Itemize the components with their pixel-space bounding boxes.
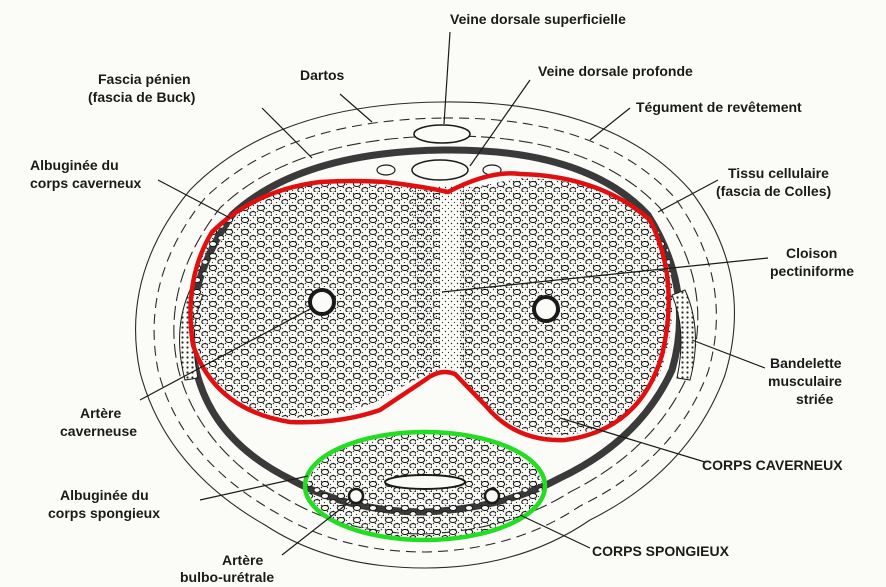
label-artere-caverneuse-2: caverneuse: [60, 423, 137, 439]
pectiniform-septum: [410, 185, 478, 372]
urethra: [385, 475, 465, 489]
cavernous-artery-left: [310, 290, 334, 314]
label-veine-dorsale-superficielle: Veine dorsale superficielle: [450, 11, 626, 27]
dorsal-artery-left: [377, 165, 395, 175]
leader-dartos: [340, 94, 372, 122]
label-corps-caverneux: CORPS CAVERNEUX: [702, 457, 843, 473]
label-bandelette-1: Bandelette: [770, 355, 842, 371]
label-albuginee-cs-1: Albuginée du: [60, 487, 149, 503]
cavernous-artery-right: [534, 297, 558, 321]
label-tissu-cellulaire-2: (fascia de Colles): [716, 183, 831, 199]
leader-fascia-penien: [262, 108, 312, 158]
label-cloison-1: Cloison: [786, 245, 837, 261]
leader-corps-spongieux: [520, 515, 590, 548]
label-artere-caverneuse-1: Artère: [80, 405, 121, 421]
label-artere-bulbo-2: bulbo-urétrale: [180, 569, 274, 585]
label-tegument: Tégument de revêtement: [636, 99, 802, 115]
bulbourethral-artery-right: [485, 489, 499, 503]
label-albuginee-cc-2: corps caverneux: [30, 175, 141, 191]
deep-dorsal-vein: [412, 160, 468, 180]
leader-tegument: [590, 108, 630, 140]
superficial-dorsal-vein: [414, 125, 470, 143]
label-cloison-2: pectiniforme: [770, 263, 854, 279]
leader-tissu-cellulaire: [658, 180, 718, 212]
leader-albuginee-cs: [200, 476, 308, 500]
label-veine-dorsale-profonde: Veine dorsale profonde: [538, 63, 693, 79]
label-bandelette-3: striée: [796, 391, 834, 407]
label-corps-spongieux: CORPS SPONGIEUX: [592, 543, 730, 559]
label-tissu-cellulaire-1: Tissu cellulaire: [728, 165, 829, 181]
label-albuginee-cs-2: corps spongieux: [48, 505, 160, 521]
label-artere-bulbo-1: Artère: [222, 552, 263, 568]
label-bandelette-2: musculaire: [768, 373, 842, 389]
label-dartos: Dartos: [300, 67, 345, 83]
label-fascia-penien-2: (fascia de Buck): [88, 89, 195, 105]
leader-veine-superficielle: [444, 32, 450, 124]
label-albuginee-cc-1: Albuginée du: [30, 157, 119, 173]
label-fascia-penien-1: Fascia pénien: [98, 71, 191, 87]
